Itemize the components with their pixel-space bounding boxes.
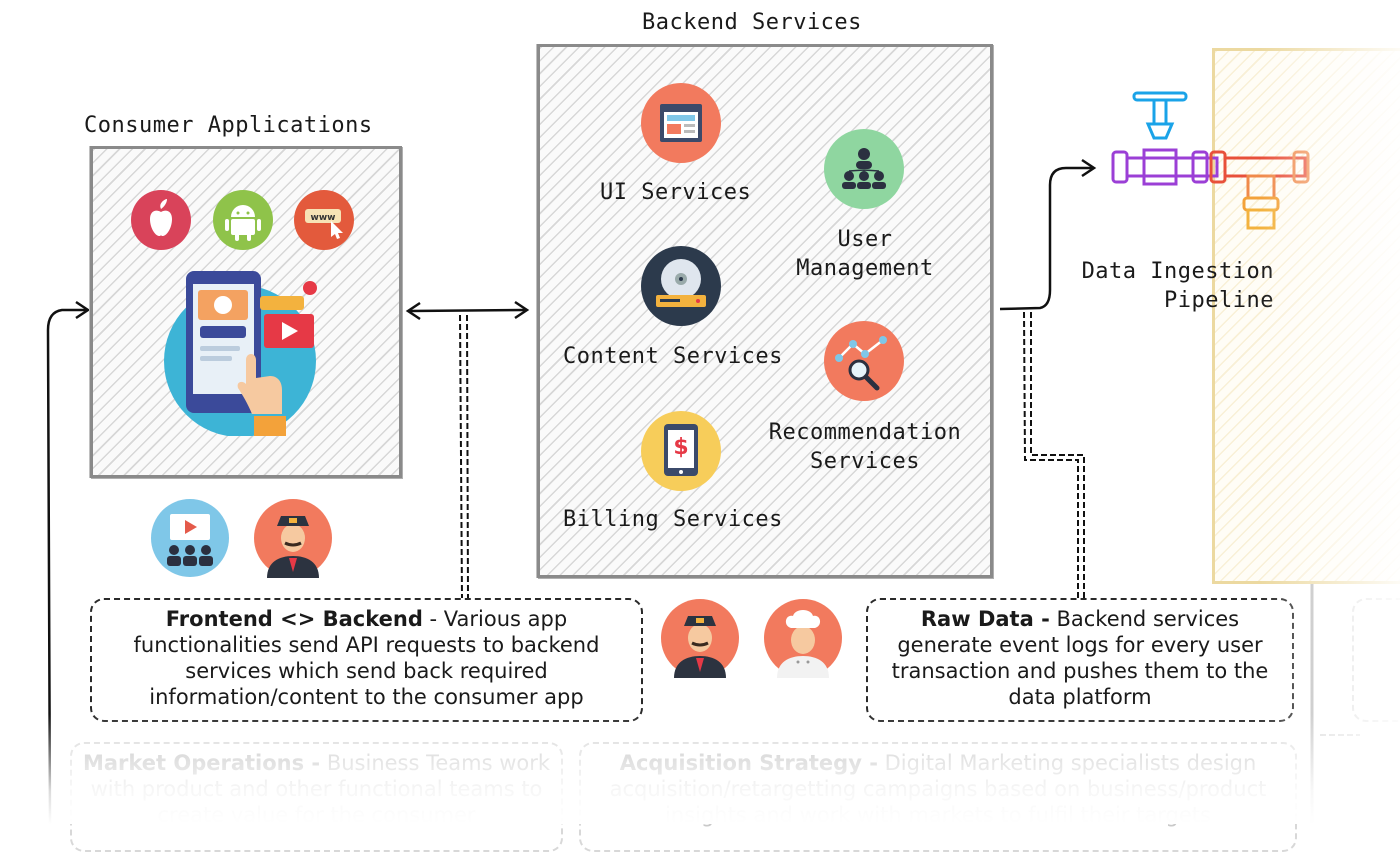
user-network-icon [824, 129, 904, 209]
content-services-label: Content Services [563, 344, 783, 369]
consumer-applications-title: Consumer Applications [84, 113, 373, 138]
backend-services-title: Backend Services [642, 10, 862, 35]
ui-services-label: UI Services [600, 180, 752, 205]
pipeline-valve-icon [1111, 91, 1310, 230]
raw-data-title: Raw Data - [920, 607, 1050, 631]
raw-data-note: Raw Data - Backend services generate eve… [866, 598, 1294, 722]
chef-avatar-icon [764, 599, 842, 678]
frontend-backend-text: - Various app functionalities send API r… [133, 607, 600, 709]
www-icon: www [294, 190, 354, 250]
svg-text:www: www [311, 213, 336, 223]
market-operations-title: Market Operations - [82, 751, 321, 775]
android-icon [213, 190, 273, 250]
frontend-backend-note: Frontend <> Backend - Various app functi… [90, 598, 643, 722]
backend-services-box [537, 44, 993, 578]
disc-player-icon [641, 246, 721, 326]
pilot-avatar-icon-2 [661, 599, 739, 678]
market-operations-note: Market Operations - Business Teams work … [70, 742, 563, 852]
acquisition-strategy-note: Acquisition Strategy - Digital Marketing… [579, 742, 1297, 852]
billing-tablet-icon: $ [641, 411, 721, 491]
recommendation-services-label: Recommendation Services [768, 420, 962, 474]
mobile-app-icon [164, 271, 317, 436]
right-faded-note [1352, 598, 1400, 722]
user-management-label: User Management [796, 227, 934, 281]
presentation-icon [151, 499, 229, 577]
ui-window-icon [641, 83, 721, 163]
apple-icon [131, 190, 191, 250]
data-ingestion-pipeline-label: Data Ingestion Pipeline [1081, 259, 1274, 313]
pilot-avatar-icon [254, 499, 332, 578]
frontend-backend-title: Frontend <> Backend [165, 607, 423, 631]
billing-services-label: Billing Services [563, 507, 783, 532]
acquisition-strategy-title: Acquisition Strategy - [619, 751, 878, 775]
svg-text:$: $ [673, 435, 688, 460]
analytics-search-icon [824, 321, 904, 401]
raw-data-text: Backend services generate event logs for… [891, 607, 1269, 709]
